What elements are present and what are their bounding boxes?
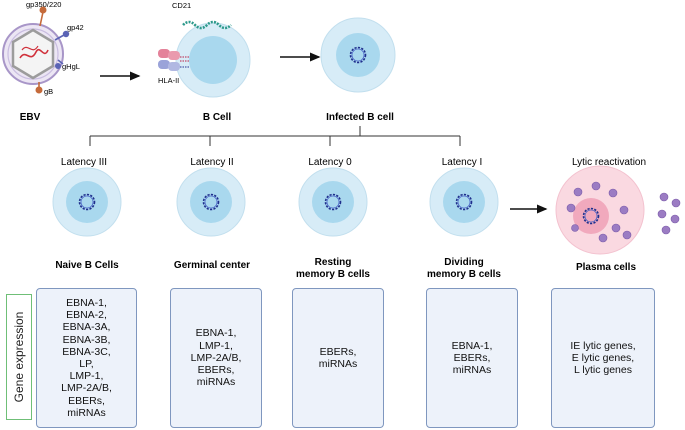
- cell-latency-iii: [52, 167, 122, 237]
- infected-title: Infected B cell: [326, 112, 394, 123]
- gene-list-latency-0: EBERs, miRNAs: [318, 345, 358, 370]
- released-virions: [657, 192, 681, 235]
- b-cell: [158, 20, 251, 98]
- gene-box-latency-0: EBERs, miRNAs: [292, 288, 384, 428]
- gene-expression-label-box: Gene expression: [6, 294, 32, 420]
- hla-ii-label: HLA-II: [158, 76, 179, 85]
- cell-latency-ii: [176, 167, 246, 237]
- gene-box-lytic: IE lytic genes, E lytic genes, L lytic g…: [551, 288, 655, 428]
- plasma-cell: [555, 165, 645, 255]
- gene-list-latency-i: EBNA-1, EBERs, miRNAs: [451, 339, 493, 377]
- gene-list-lytic: IE lytic genes, E lytic genes, L lytic g…: [570, 339, 636, 377]
- cell-type-resting-line2: memory B cells: [296, 269, 370, 280]
- gene-box-latency-iii: EBNA-1, EBNA-2, EBNA-3A, EBNA-3B, EBNA-3…: [36, 288, 137, 428]
- ebv-title: EBV: [20, 112, 41, 123]
- cell-type-resting-line1: Resting: [315, 257, 352, 268]
- gene-box-latency-i: EBNA-1, EBERs, miRNAs: [426, 288, 518, 428]
- cell-type-germinal: Germinal center: [174, 260, 250, 271]
- cell-type-dividing-line2: memory B cells: [427, 269, 501, 280]
- infected-b-cell: [320, 17, 396, 93]
- bcell-title: B Cell: [203, 112, 232, 123]
- latency-bracket: [89, 126, 461, 146]
- gp42-label: gp42: [67, 23, 84, 32]
- ebv-virion: [2, 6, 70, 94]
- gene-list-latency-ii: EBNA-1, LMP-1, LMP-2A/B, EBERs, miRNAs: [190, 327, 242, 389]
- cell-latency-i: [429, 167, 499, 237]
- latency-label-ii: Latency II: [190, 157, 233, 168]
- gp350-spike: [39, 11, 44, 27]
- gp350-label: gp350/220: [26, 0, 61, 9]
- latency-label-i: Latency I: [442, 157, 483, 168]
- cell-type-dividing-line1: Dividing: [444, 257, 483, 268]
- gp42-spike: [54, 34, 65, 41]
- gene-list-latency-iii: EBNA-1, EBNA-2, EBNA-3A, EBNA-3B, EBNA-3…: [61, 296, 112, 419]
- cell-latency-0: [298, 167, 368, 237]
- cell-type-naive: Naive B Cells: [55, 260, 119, 271]
- cd21-label: CD21: [172, 1, 191, 10]
- lytic-label: Lytic reactivation: [572, 157, 646, 168]
- gene-expression-label: Gene expression: [12, 311, 26, 403]
- gene-box-latency-ii: EBNA-1, LMP-1, LMP-2A/B, EBERs, miRNAs: [170, 288, 262, 428]
- ghgl-label: gHgL: [62, 62, 80, 71]
- ghgl-spike: [57, 59, 64, 65]
- latency-label-iii: Latency III: [61, 157, 107, 168]
- cd21-receptor: [182, 20, 232, 30]
- gb-label: gB: [44, 87, 53, 96]
- cell-type-plasma: Plasma cells: [576, 262, 636, 273]
- latency-label-0: Latency 0: [308, 157, 352, 168]
- virions-inside: [566, 181, 632, 243]
- hla-ii-receptor: [158, 49, 190, 71]
